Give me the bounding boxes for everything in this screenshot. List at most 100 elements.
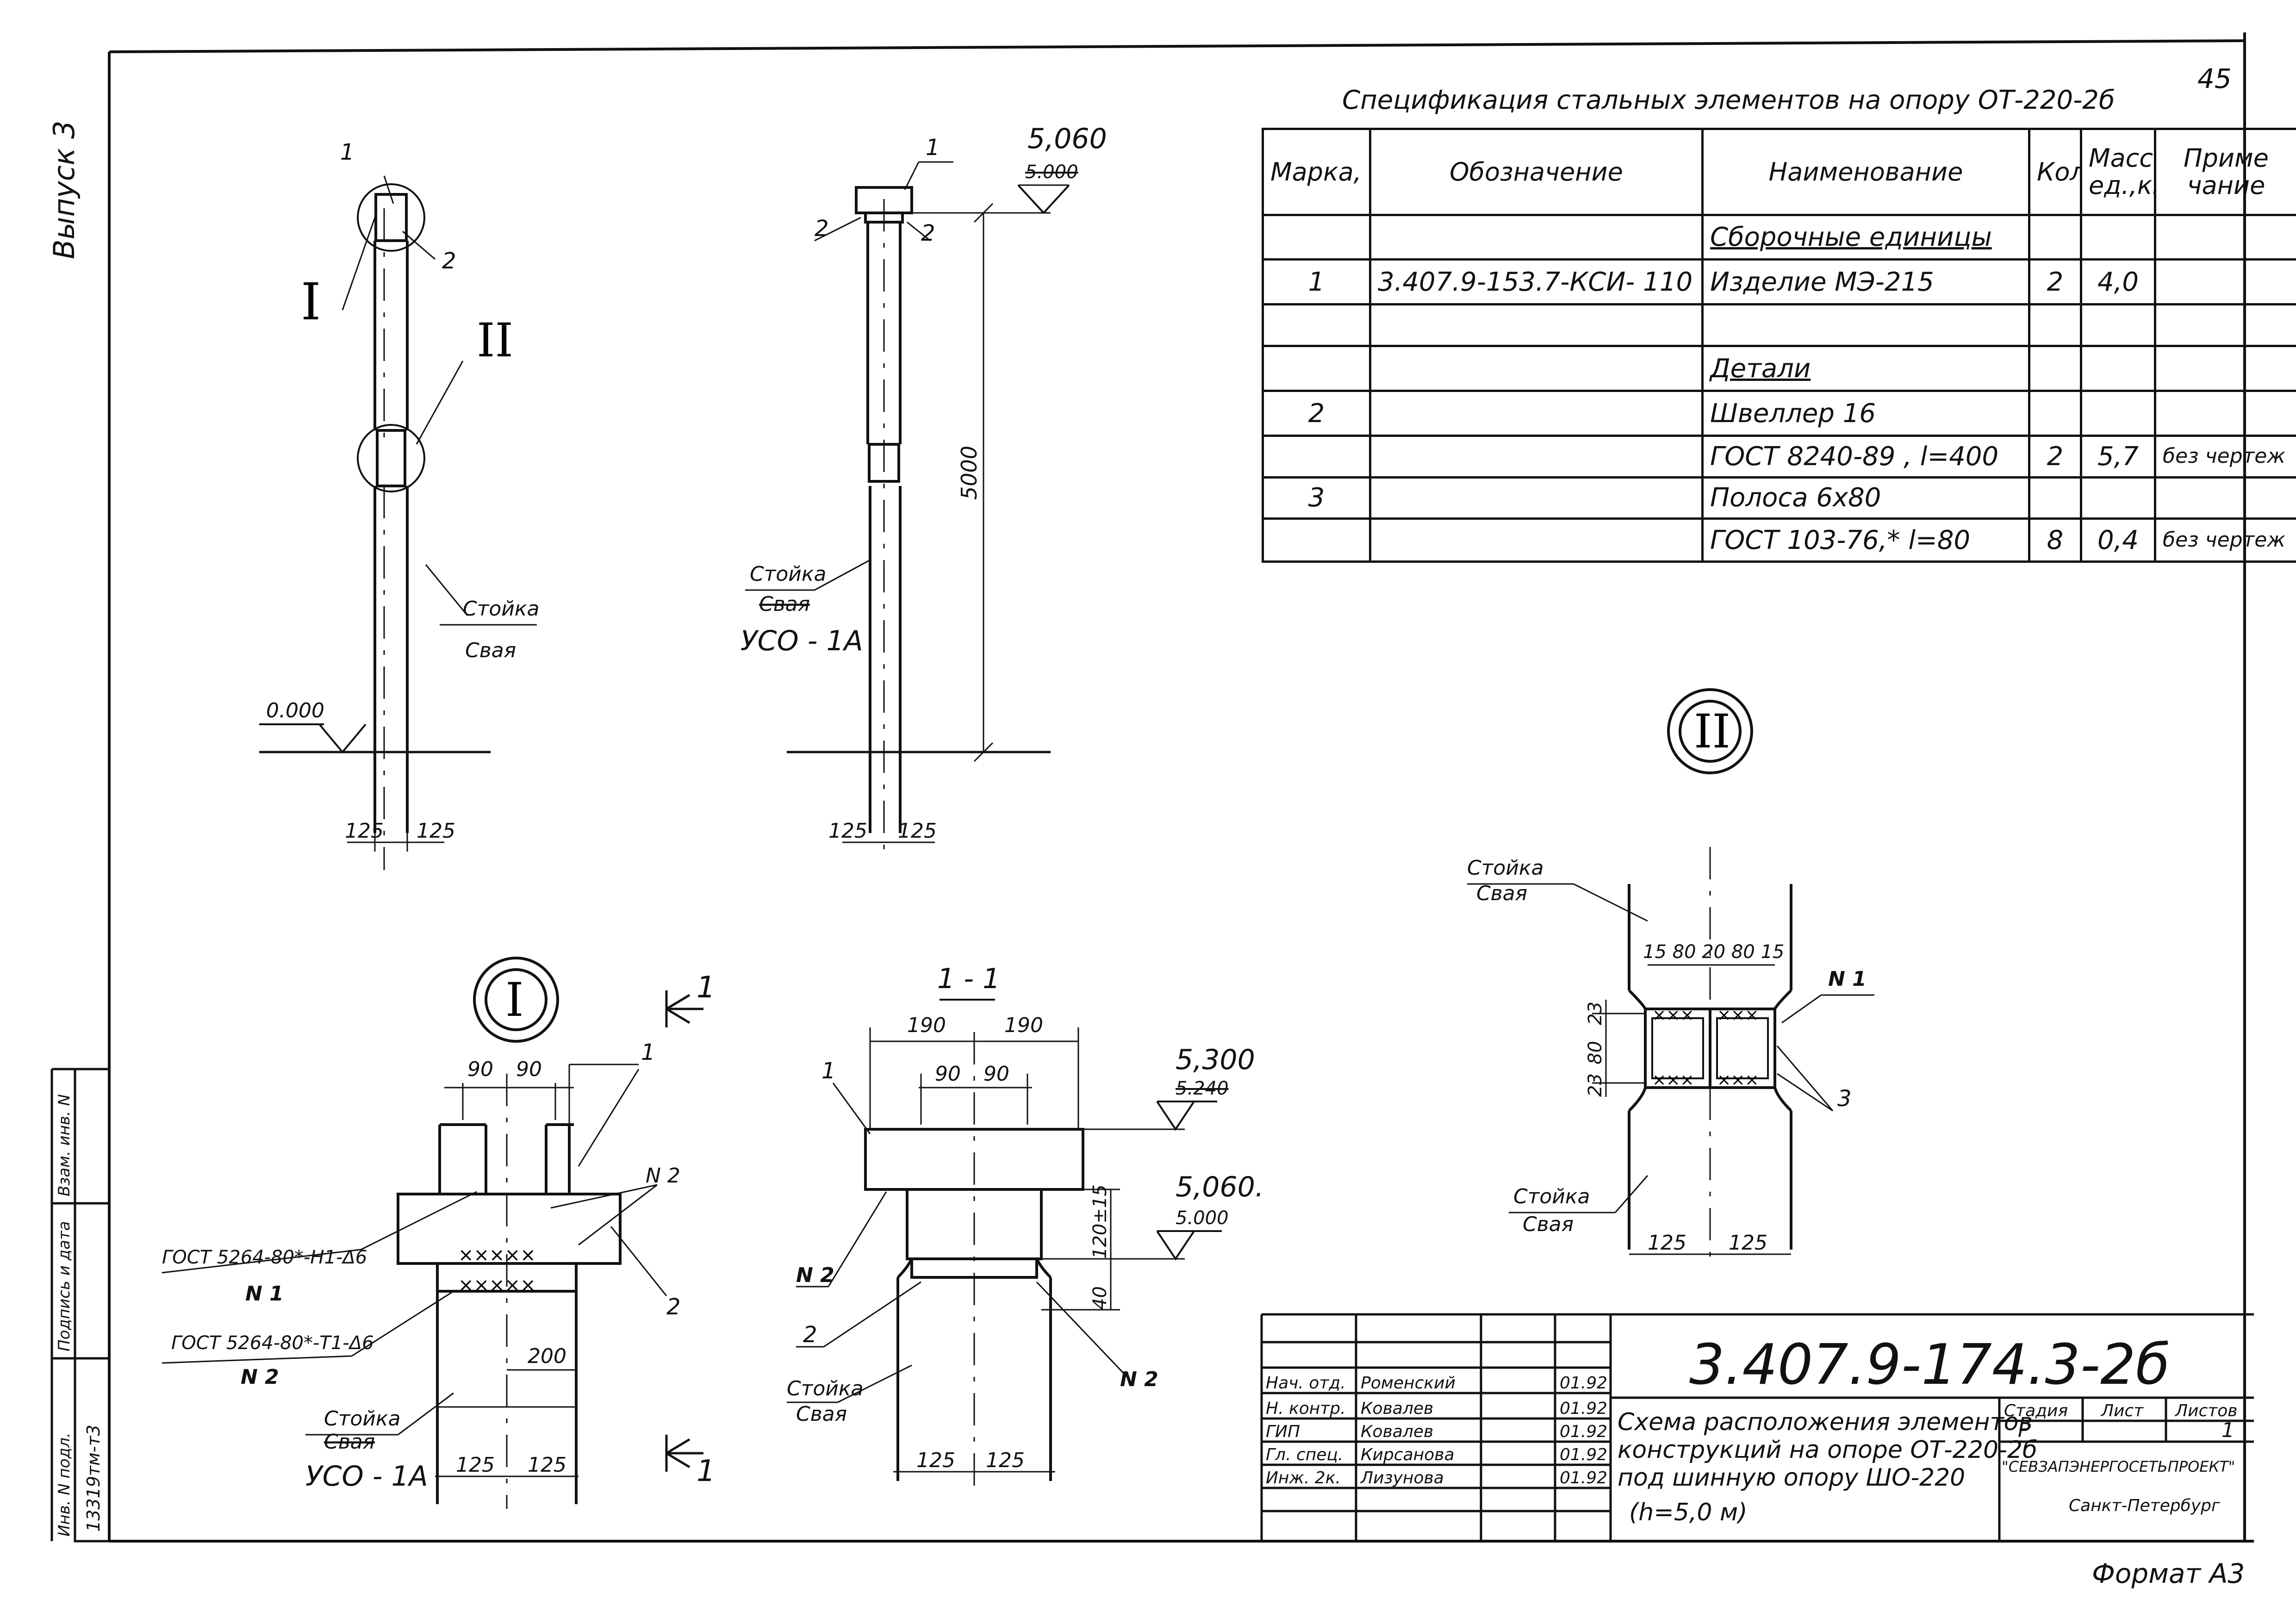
spec-cell-mass: 0,4 <box>2080 517 2156 563</box>
table-row: Детали <box>1262 345 2296 392</box>
node2-dim23b: 23 <box>1585 1073 1606 1097</box>
spec-cell-mass: 4,0 <box>2080 258 2156 306</box>
spec-cell-code <box>1369 390 1704 437</box>
node2-roman: II <box>1694 704 1730 759</box>
spec-cell-qty <box>2028 303 2082 348</box>
spec-cell-mass <box>2080 345 2156 392</box>
tb-stage-value: Р <box>2018 1419 2030 1442</box>
spec-table: Марка, поз. Обозначение Наименование Кол… <box>1262 128 2296 563</box>
spec-header-mark: Марка, поз. <box>1262 128 1371 216</box>
node2-dims-top: 15 80 20 80 15 <box>1643 941 1784 963</box>
sec11-dim90a: 90 <box>935 1062 961 1086</box>
tb-role-4: Инж. 2к. <box>1266 1468 1341 1487</box>
spec-cell-note <box>2154 303 2296 348</box>
spec-cell-code <box>1369 476 1704 520</box>
node1-uso: УСО - 1А <box>305 1460 428 1493</box>
elev1-node2-roman: II <box>477 313 513 367</box>
tb-name-1: Ковалев <box>1361 1399 1433 1418</box>
spec-cell-name: Полоса 6х80 <box>1701 476 2030 520</box>
sec11-dim40: 40 <box>1089 1286 1111 1310</box>
node-2-weld-marks: ××× ××× ××× ××× ××××× ××××× <box>458 1006 1759 1296</box>
tb-date-2: 01.92 <box>1560 1422 1607 1441</box>
spec-cell-qty <box>2028 345 2082 392</box>
stamp-sign-label: Подпись и дата <box>55 1221 74 1351</box>
spec-cell-mass <box>2080 476 2156 520</box>
node1-n2-top: N 2 <box>646 1164 680 1188</box>
sec11-level-hand: 5,060. <box>1176 1171 1264 1203</box>
node1-n2-bottom: N 2 <box>241 1365 279 1389</box>
tb-role-1: Н. контр. <box>1266 1399 1346 1418</box>
spec-cell-mass: 5,7 <box>2080 434 2156 479</box>
tb-role-0: Нач. отд. <box>1266 1374 1346 1393</box>
elev1-pos2: 2 <box>442 248 456 274</box>
node2-dim23a: 23 <box>1585 1002 1606 1025</box>
spec-cell-note: без чертеж <box>2154 517 2296 563</box>
elev2-level-hand: 5,060 <box>1027 123 1107 155</box>
spec-cell-code <box>1369 517 1704 563</box>
format-label: Формат А3 <box>2092 1558 2245 1589</box>
side-label: Выпуск 3 <box>47 121 81 259</box>
tb-name-4: Лизунова <box>1360 1468 1444 1487</box>
sec11-n2b: N 2 <box>1120 1368 1158 1391</box>
sec11-level-struck: 5.000 <box>1176 1207 1229 1229</box>
spec-cell-code <box>1369 345 1704 392</box>
elev2-pos2b: 2 <box>921 220 935 246</box>
elev1-dim-left: 125 <box>345 819 384 843</box>
sec11-svaya: Свая <box>796 1402 847 1426</box>
spec-cell-name: Швеллер 16 <box>1701 390 2030 437</box>
tb-sheet-label: Лист <box>2100 1401 2144 1420</box>
node1-weld-x-1: ××××× <box>458 1244 536 1266</box>
stamp-inv-label: Инв. N подл. <box>55 1432 74 1537</box>
tb-name-0: Роменский <box>1361 1374 1456 1393</box>
spec-cell-code <box>1369 213 1704 261</box>
node1-svaya: Свая <box>324 1430 375 1454</box>
elev2-pos1: 1 <box>926 135 940 161</box>
node1-dim-right: 125 <box>528 1453 566 1477</box>
spec-cell-note <box>2154 476 2296 520</box>
table-row: Сборочные единицы <box>1262 213 2296 261</box>
elev1-level: 0.000 <box>266 699 324 722</box>
tb-sheets-value: 1 <box>2221 1419 2234 1442</box>
doc-number: 3.407.9-174.3-2б <box>1689 1333 2170 1397</box>
spec-cell-code <box>1369 303 1704 348</box>
spec-cell-qty: 2 <box>2028 258 2082 306</box>
table-row: 3 Полоса 6х80 <box>1262 476 2296 520</box>
spec-cell-qty: 2 <box>2028 434 2082 479</box>
tb-stage-label: Стадия <box>2004 1401 2068 1420</box>
title-line-2: конструкций на опоре ОТ-220-2б <box>1618 1436 2037 1464</box>
elev2-uso: УСО - 1А <box>740 625 863 657</box>
node2-pos3: 3 <box>1837 1086 1852 1112</box>
spec-cell-note <box>2154 258 2296 306</box>
tb-date-3: 01.92 <box>1560 1445 1607 1464</box>
table-row: ГОСТ 103-76,* l=80 8 0,4 без чертеж <box>1262 517 2296 563</box>
tb-date-1: 01.92 <box>1560 1399 1607 1418</box>
title-block-grid <box>1260 1313 2254 1541</box>
title-line-3: под шинную опору ШО-220 <box>1618 1464 1965 1492</box>
tb-date-0: 01.92 <box>1560 1374 1607 1393</box>
node2-dim-right: 125 <box>1729 1231 1767 1255</box>
sec11-level-top-struck: 5.240 <box>1176 1078 1229 1099</box>
elev2-dim-left: 125 <box>828 819 867 843</box>
title-line-4: (h=5,0 м) <box>1629 1499 1748 1526</box>
elev2-svaya: Свая <box>759 592 810 616</box>
node2-stoika: Стойка <box>1467 856 1543 880</box>
node1-section-top: 1 <box>697 971 716 1005</box>
node1-weld1: ГОСТ 5264-80*-Н1-Δ6 <box>162 1247 367 1268</box>
tb-role-2: ГИП <box>1266 1422 1300 1441</box>
sec11-dim-left: 125 <box>916 1449 955 1472</box>
node1-roman: I <box>505 973 524 1027</box>
sec11-stoika: Стойка <box>787 1377 863 1400</box>
node1-weld2: ГОСТ 5264-80*-Т1-Δ6 <box>171 1332 374 1354</box>
spec-header-qty: Кол. <box>2028 128 2082 216</box>
section-1-1 <box>787 999 1222 1495</box>
tb-role-3: Гл. спец. <box>1266 1445 1343 1464</box>
tb-org: "СЕВЗАПЭНЕРГОСЕТЬПРОЕКТ" <box>2002 1458 2235 1475</box>
tb-sheets-label: Листов <box>2174 1401 2237 1420</box>
node2-dim-left: 125 <box>1648 1231 1686 1255</box>
stamp-inv-value: 13319тм-т3 <box>83 1425 104 1532</box>
node1-pos1: 1 <box>641 1039 655 1065</box>
sec11-pos2: 2 <box>803 1322 817 1348</box>
sec11-dim190b: 190 <box>1004 1014 1043 1037</box>
tb-city: Санкт-Петербург <box>2069 1496 2221 1515</box>
node1-stoika: Стойка <box>324 1407 400 1431</box>
